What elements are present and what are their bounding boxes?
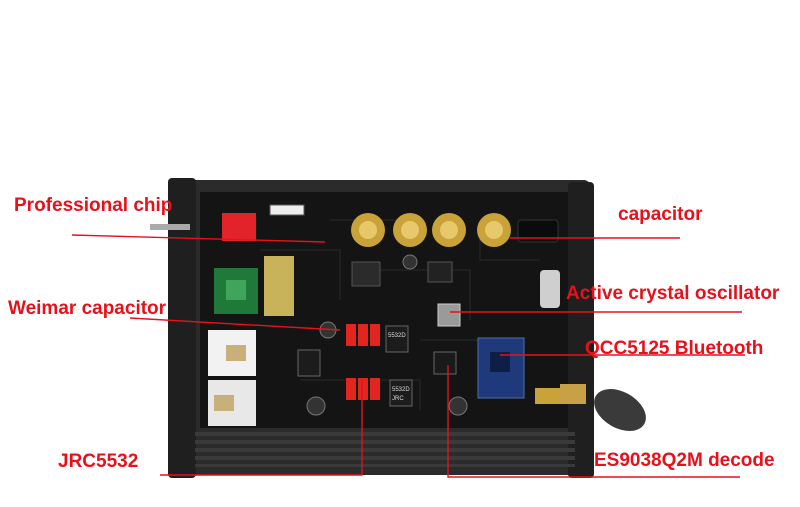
label-qcc5125-bluetooth: QCC5125 Bluetooth xyxy=(585,338,764,359)
regulator-chip xyxy=(427,261,453,283)
dac-chip xyxy=(433,351,457,375)
small-cap-4 xyxy=(402,254,418,270)
red-switch xyxy=(222,213,256,241)
case-left-flange xyxy=(168,178,196,478)
antenna-base xyxy=(560,384,586,404)
opamp-chip-3 xyxy=(297,349,321,377)
header-pins xyxy=(269,204,305,216)
label-active-crystal-oscillator: Active crystal oscillator xyxy=(566,283,780,304)
callout-lines xyxy=(71,234,745,478)
bluetooth-chip xyxy=(490,352,510,372)
green-jack-inner xyxy=(226,280,246,300)
yellow-relay xyxy=(264,256,294,316)
rca-tab-bottom xyxy=(214,395,234,411)
gold-capacitors xyxy=(351,213,511,247)
crystal-oscillator xyxy=(437,303,461,327)
inductor xyxy=(351,261,381,287)
label-professional-chip: Professional chip xyxy=(14,195,173,216)
antenna xyxy=(594,389,646,431)
callout-professional-chip xyxy=(71,234,326,243)
callout-weimar xyxy=(129,317,341,331)
opamp-1-marking: 5532D xyxy=(388,333,406,339)
small-cap-3 xyxy=(448,396,468,416)
antenna-connector xyxy=(535,388,563,404)
opamp-chip-1 xyxy=(385,325,409,353)
red-wima-caps xyxy=(346,324,380,400)
small-cap-2 xyxy=(306,396,326,416)
label-jrc5532: JRC5532 xyxy=(58,451,139,472)
label-weimar-capacitor: Weimar capacitor xyxy=(8,298,167,319)
callout-jrc xyxy=(160,380,363,476)
rca-tab-top xyxy=(226,345,246,361)
opamp-2-marking: 5532D xyxy=(392,387,410,393)
label-capacitor: capacitor xyxy=(618,204,703,225)
black-capacitor xyxy=(517,219,559,243)
callout-es9038 xyxy=(447,365,740,478)
label-es9038q2m-decoder: ES9038Q2M decode xyxy=(594,450,775,471)
opamp-chip-2 xyxy=(389,379,413,407)
power-switch xyxy=(150,224,190,230)
case-fins xyxy=(195,432,575,467)
opamp-sub-marking: JRC xyxy=(392,396,404,402)
usb-c-port xyxy=(540,270,560,308)
